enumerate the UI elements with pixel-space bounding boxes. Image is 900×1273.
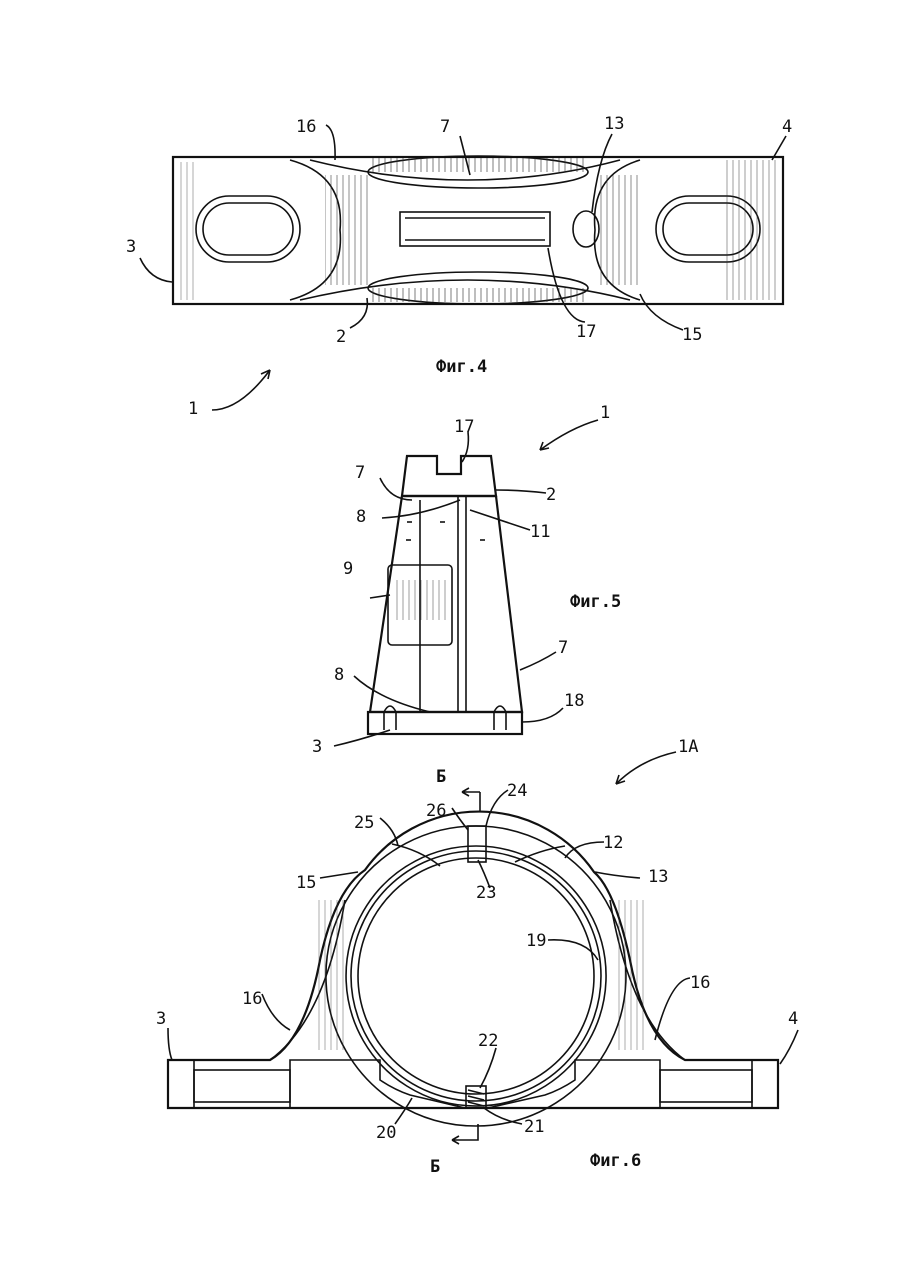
label-3: 3: [156, 1009, 166, 1029]
label-17: 17: [454, 417, 474, 437]
label-22: 22: [478, 1031, 498, 1051]
label-3: 3: [312, 737, 322, 757]
label-4: 4: [782, 117, 792, 137]
label-7b: 7: [558, 638, 568, 658]
label-18: 18: [564, 691, 584, 711]
label-11: 11: [530, 522, 550, 542]
label-16: 15: [682, 325, 702, 345]
figure-5-side-view: 17 1 7 2 8 11 9 Фиг.5 7 8 18 3: [312, 403, 621, 757]
label-2: 2: [336, 327, 346, 347]
label-24: 25: [354, 813, 374, 833]
housing-outline: [168, 812, 778, 1108]
label-7: 7: [355, 463, 365, 483]
label-17: 17: [576, 322, 596, 342]
right-bolt-hole: [660, 1070, 752, 1102]
label-8b: 8: [334, 665, 344, 685]
central-groove: [400, 212, 550, 246]
label-9: 9: [343, 559, 353, 579]
label-19: 20: [376, 1123, 396, 1143]
label-1: 1: [600, 403, 610, 423]
label-26: 26: [426, 801, 446, 821]
label-8: 8: [356, 507, 366, 527]
label-15: 15: [296, 873, 316, 893]
label-1: 1: [188, 399, 198, 419]
label-16-right: 16: [690, 973, 710, 993]
figure-4-caption: Фиг.4: [436, 357, 487, 377]
label-13: 13: [604, 114, 624, 134]
label-12: 12: [603, 833, 623, 853]
figure-6-caption: Фиг.6: [590, 1151, 641, 1171]
label-2: 2: [546, 485, 556, 505]
label-16-left: 16: [242, 989, 262, 1009]
grease-fitting: [468, 826, 486, 862]
figure-4-top-view: 16 7 13 4 3 2 17 15 1 Фиг.4: [126, 114, 792, 419]
pointer-arrow-1: [212, 370, 270, 410]
label-25: 23: [476, 883, 496, 903]
label-4: 4: [788, 1009, 798, 1029]
figure-6-section-view: 1A Б Б: [156, 737, 798, 1177]
label-20: 19: [526, 931, 546, 951]
label-13: 13: [648, 867, 668, 887]
label-21: 21: [524, 1117, 544, 1137]
figure-5-caption: Фиг.5: [570, 592, 621, 612]
label-15: 16: [296, 117, 316, 137]
label-7: 7: [440, 117, 450, 137]
label-23: 24: [507, 781, 527, 801]
left-bolt-hole: [194, 1070, 290, 1102]
section-mark-bottom: Б: [430, 1157, 440, 1177]
section-mark-top: Б: [436, 767, 446, 787]
left-mounting-slot: [196, 196, 300, 262]
label-1A: 1A: [678, 737, 698, 757]
base-plate-section: [368, 712, 522, 734]
label-3: 3: [126, 237, 136, 257]
